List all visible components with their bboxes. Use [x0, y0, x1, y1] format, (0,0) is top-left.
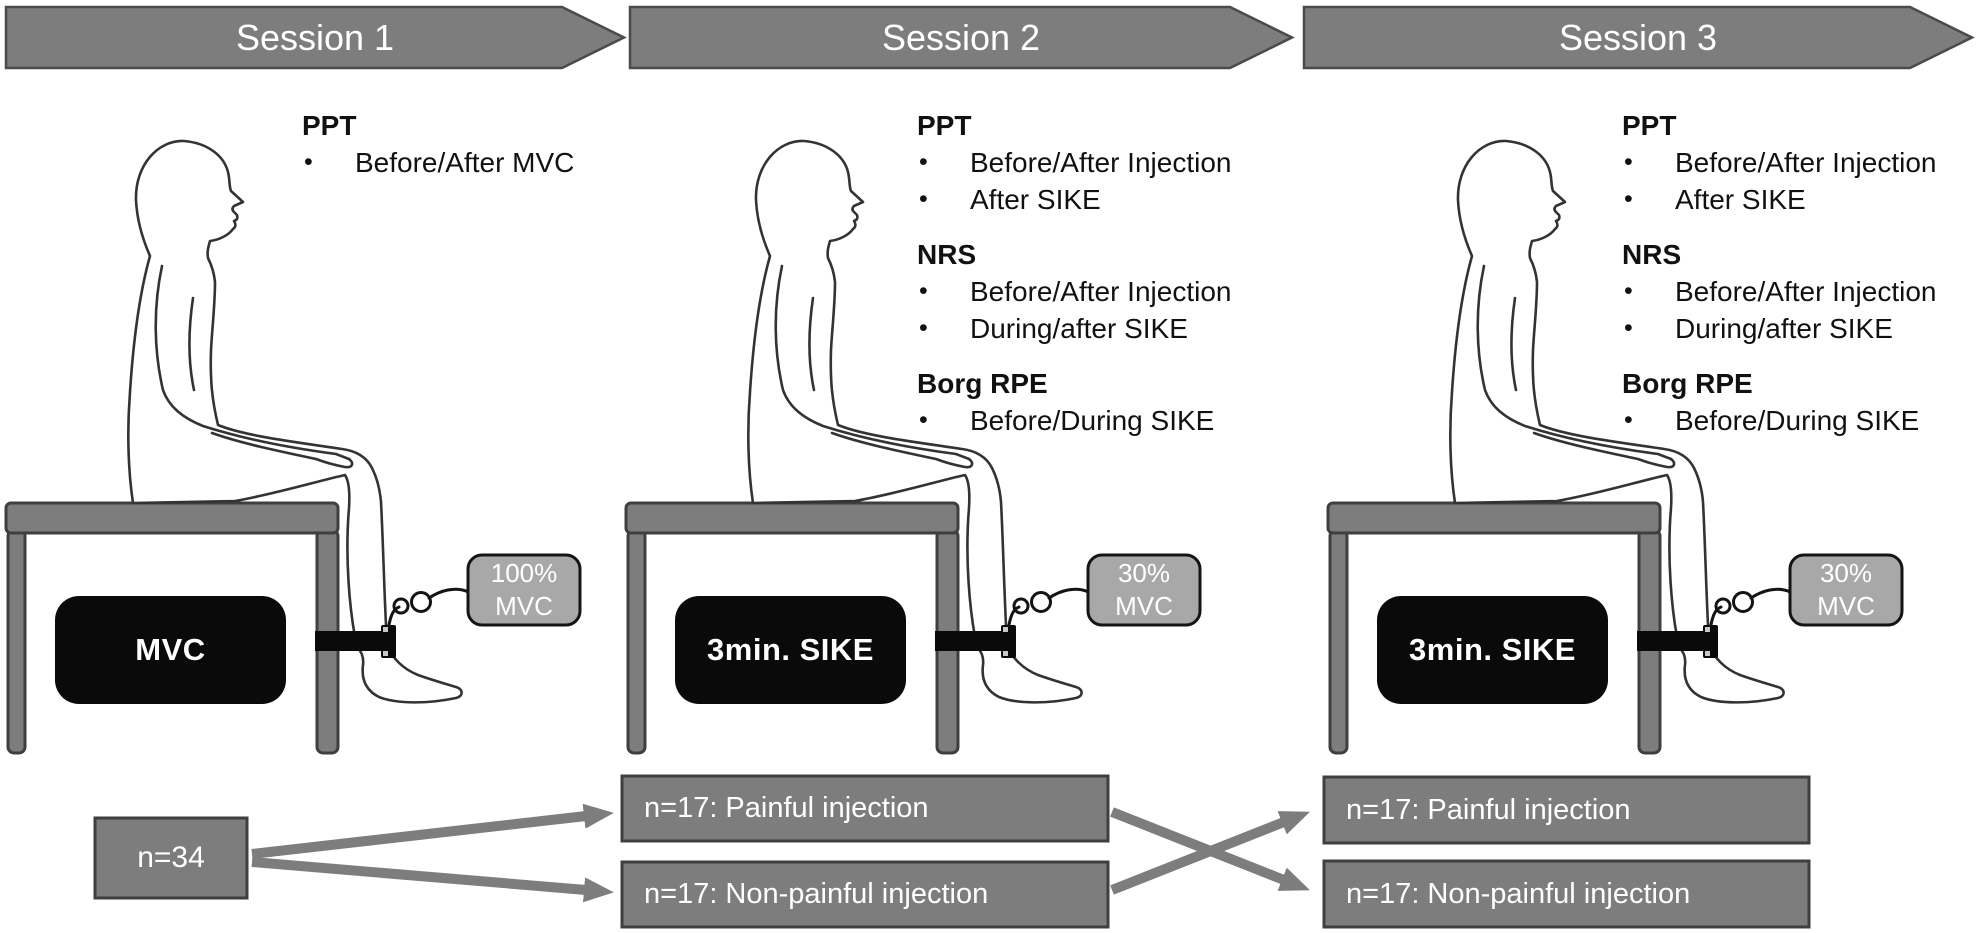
measure-item-text: After SIKE [1675, 184, 1806, 215]
flow-box-s2-nonpainful [620, 860, 1110, 929]
intensity-line: MVC [495, 591, 553, 621]
measure-item: • During/after SIKE [917, 310, 1277, 347]
measure-section: Borg RPE • Before/During SIKE [1622, 365, 1982, 439]
intensity-line: 30% [1819, 558, 1873, 588]
notes-session-3: PPT • Before/After Injection • After SIK… [1622, 107, 1982, 439]
measure-item-text: After SIKE [970, 184, 1101, 215]
intensity-line: MVC [1817, 591, 1875, 621]
banner-label-session-3: Session 3 [1558, 16, 1718, 58]
bullet-icon: • [304, 148, 313, 176]
intensity-label-session-1: 100% MVC [468, 555, 580, 625]
measure-item: • Before/After Injection [917, 273, 1277, 310]
measure-section: PPT • Before/After Injection • After SIK… [1622, 107, 1982, 218]
measure-item: • Before/During SIKE [917, 402, 1277, 439]
measure-item-text: Before/After Injection [970, 276, 1232, 307]
measure-item-text: Before/After MVC [355, 147, 575, 178]
exercise-label-session-1: MVC [135, 632, 206, 667]
measure-item-text: Before/After Injection [1675, 147, 1937, 178]
intensity-line: 100% [490, 558, 558, 588]
bullet-icon: • [1624, 148, 1633, 176]
intensity-label-session-3: 30% MVC [1790, 555, 1902, 625]
measure-title: PPT [917, 110, 972, 141]
measure-item: • After SIKE [917, 181, 1277, 218]
measure-section: NRS • Before/After Injection • During/af… [1622, 236, 1982, 347]
notes-session-1: PPT • Before/After MVC [302, 107, 662, 181]
arrow-crossover-nonpainful-to-painful [1110, 811, 1311, 895]
banner-session-1 [4, 5, 627, 70]
bullet-icon: • [1624, 406, 1633, 434]
measure-section: PPT • Before/After Injection • After SIK… [917, 107, 1277, 218]
bullet-icon: • [919, 277, 928, 305]
measure-item-text: Before/After Injection [970, 147, 1232, 178]
measure-item-text: During/after SIKE [970, 313, 1188, 344]
bullet-icon: • [919, 148, 928, 176]
measure-item: • After SIKE [1622, 181, 1982, 218]
flow-label-n34: n=34 [137, 841, 205, 874]
exercise-label-session-3: 3min. SIKE [1409, 632, 1576, 667]
arrow-n34-to-nonpainful [251, 857, 614, 903]
intensity-line: MVC [1115, 591, 1173, 621]
flow-arrows [251, 803, 1311, 903]
measure-title: Borg RPE [917, 368, 1048, 399]
arrow-crossover-painful-to-nonpainful [1110, 807, 1311, 891]
measure-title: PPT [302, 110, 357, 141]
flow-boxes [93, 774, 1811, 929]
measure-title: PPT [1622, 110, 1677, 141]
measure-title: NRS [917, 239, 977, 270]
measure-section: Borg RPE • Before/During SIKE [917, 365, 1277, 439]
measure-item: • Before/After Injection [917, 144, 1277, 181]
bullet-icon: • [1624, 277, 1633, 305]
measure-item: • During/after SIKE [1622, 310, 1982, 347]
measure-section: NRS • Before/After Injection • During/af… [917, 236, 1277, 347]
bullet-icon: • [919, 406, 928, 434]
measure-item-text: Before/After Injection [1675, 276, 1937, 307]
flow-label-s3-nonpainful: n=17: Non-painful injection [1346, 877, 1691, 910]
measure-item: • Before/After Injection [1622, 273, 1982, 310]
measure-title: NRS [1622, 239, 1682, 270]
flow-label-s2-nonpainful: n=17: Non-painful injection [644, 878, 989, 910]
measure-section: PPT • Before/After MVC [302, 107, 662, 181]
banner-label-session-1: Session 1 [235, 16, 395, 58]
flow-label-s2-painful: n=17: Painful injection [644, 792, 929, 824]
flow-box-s3-nonpainful [1322, 859, 1811, 929]
measure-item: • Before/After Injection [1622, 144, 1982, 181]
measure-item-text: During/after SIKE [1675, 313, 1893, 344]
bullet-icon: • [919, 314, 928, 342]
measure-item: • Before/After MVC [302, 144, 662, 181]
banner-label-session-2: Session 2 [881, 16, 1041, 58]
bullet-icon: • [919, 185, 928, 213]
notes-session-2: PPT • Before/After Injection • After SIK… [917, 107, 1277, 439]
intensity-label-session-2: 30% MVC [1088, 555, 1200, 625]
measure-item-text: Before/During SIKE [970, 405, 1215, 436]
measure-item: • Before/During SIKE [1622, 402, 1982, 439]
bullet-icon: • [1624, 185, 1633, 213]
measure-item-text: Before/During SIKE [1675, 405, 1920, 436]
measure-title: Borg RPE [1622, 368, 1753, 399]
flow-label-s3-painful: n=17: Painful injection [1346, 793, 1631, 826]
flow-box-s2-painful [620, 774, 1110, 843]
banner-session-2 [628, 5, 1295, 70]
flow-box-s3-painful [1322, 775, 1811, 845]
banner-session-3 [1302, 5, 1975, 70]
exercise-label-session-2: 3min. SIKE [707, 632, 874, 667]
intensity-line: 30% [1117, 558, 1171, 588]
bullet-icon: • [1624, 314, 1633, 342]
flow-box-n34 [93, 816, 249, 900]
arrow-n34-to-painful [251, 803, 614, 859]
